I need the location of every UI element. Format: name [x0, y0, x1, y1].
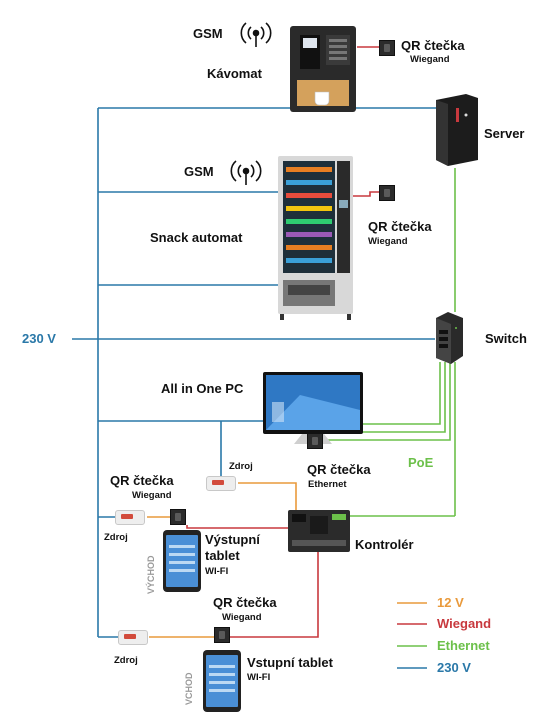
qr-kavomat-sublabel: Wiegand: [410, 54, 450, 65]
voltage-230-label: 230 V: [22, 331, 56, 346]
legend-ethernet: Ethernet: [437, 638, 490, 653]
wires-230v: [72, 107, 455, 638]
entry-tablet-sublabel: WI-FI: [247, 672, 271, 683]
qr-reader-icon-ethernet: [307, 433, 323, 449]
zdroj-entry-label: Zdroj: [114, 655, 138, 666]
power-supply-icon-entry: [118, 630, 148, 645]
power-supply-icon-pc: [206, 476, 236, 491]
poe-label: PoE: [408, 455, 434, 470]
controller-icon: [288, 510, 350, 552]
vychod-label: VÝCHOD: [146, 555, 156, 594]
coffee-machine-icon: [290, 26, 356, 112]
legend-lines: [397, 602, 427, 669]
qr-entry-label: QR čtečka: [213, 595, 277, 610]
gsm-antenna-icon-snack: [230, 160, 262, 185]
qr-snack-sublabel: Wiegand: [368, 236, 408, 247]
legend-wiegand: Wiegand: [437, 616, 492, 631]
gsm-label-kavomat: GSM: [193, 26, 223, 41]
server-icon: [436, 94, 478, 166]
legend-230v: 230 V: [437, 660, 471, 675]
gsm-label-snack: GSM: [184, 164, 214, 179]
qr-ethernet-sublabel: Ethernet: [308, 479, 347, 490]
snack-machine-icon: [278, 156, 353, 320]
switch-icon: [436, 312, 463, 364]
qr-snack-label: QR čtečka: [368, 219, 432, 234]
wires-ethernet: [320, 168, 456, 517]
exit-tablet-icon: [163, 530, 201, 592]
qr-entry-sublabel: Wiegand: [222, 612, 262, 623]
exit-tablet-label-2: tablet: [205, 548, 240, 563]
wires-wiegand: [186, 46, 380, 638]
gsm-antenna-icon: [240, 22, 272, 47]
server-label: Server: [484, 126, 525, 141]
qr-reader-icon-exit: [170, 509, 186, 525]
switch-label: Switch: [485, 331, 527, 346]
qr-exit-label: QR čtečka: [110, 473, 174, 488]
qr-reader-icon-snack: [379, 185, 395, 201]
snack-automat-label: Snack automat: [150, 230, 243, 245]
zdroj-exit-label: Zdroj: [104, 532, 128, 543]
legend-12v: 12 V: [437, 595, 464, 610]
all-in-one-label: All in One PC: [161, 381, 244, 396]
kavomat-label: Kávomat: [207, 66, 262, 81]
kontroler-label: Kontrolér: [355, 537, 414, 552]
exit-tablet-sublabel: WI-FI: [205, 566, 229, 577]
qr-reader-icon-kavomat: [379, 40, 395, 56]
entry-tablet-label: Vstupní tablet: [247, 655, 333, 670]
qr-ethernet-label: QR čtečka: [307, 462, 371, 477]
vchod-label: VCHOD: [184, 672, 194, 705]
entry-tablet-icon: [203, 650, 241, 712]
all-in-one-pc-icon: [263, 372, 363, 444]
qr-reader-icon-entry: [214, 627, 230, 643]
qr-exit-sublabel: Wiegand: [132, 490, 172, 501]
exit-tablet-label-1: Výstupní: [205, 532, 260, 547]
power-supply-icon-exit: [115, 510, 145, 525]
zdroj-pc-label: Zdroj: [229, 461, 253, 472]
qr-kavomat-label: QR čtečka: [401, 38, 465, 53]
